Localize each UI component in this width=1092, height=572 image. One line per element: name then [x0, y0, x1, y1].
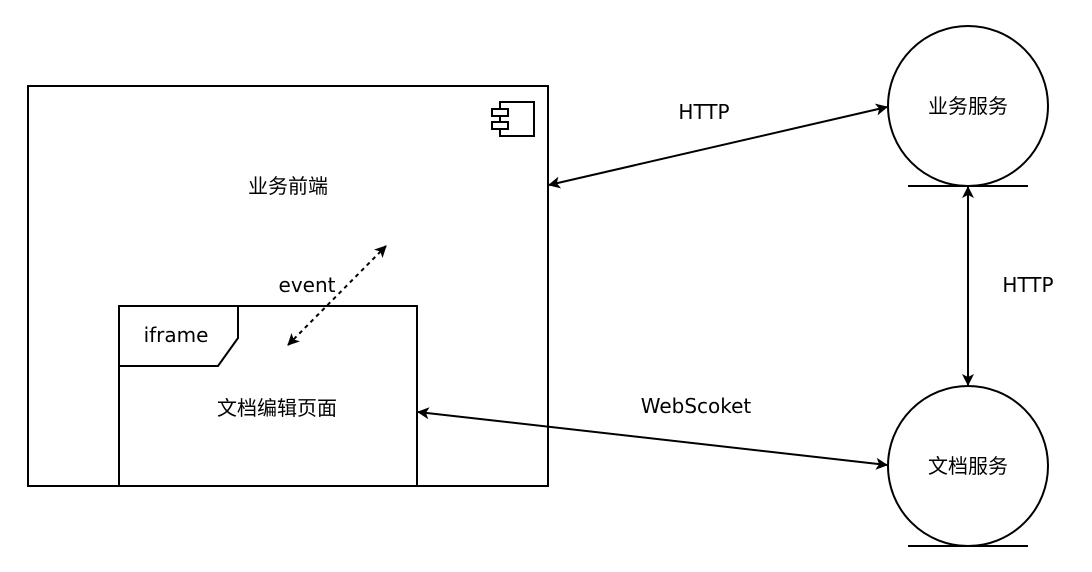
document-editor-label: 文档编辑页面 [217, 396, 337, 420]
business-frontend-label: 业务前端 [248, 174, 328, 198]
edge-frontend-business-label: HTTP [678, 100, 729, 124]
business-service-node: 业务服务 [887, 25, 1049, 187]
edge-business-document-label: HTTP [1002, 273, 1053, 297]
iframe-node: iframe 文档编辑页面 [118, 305, 418, 487]
edge-iframe-document-label: WebScoket [641, 394, 752, 418]
component-icon [491, 101, 535, 137]
iframe-tab [118, 305, 239, 367]
business-service-label: 业务服务 [928, 94, 1008, 118]
edge-iframe-frontend-label: event [279, 273, 336, 297]
iframe-tab-label: iframe [144, 323, 209, 347]
document-service-label: 文档服务 [928, 454, 1008, 478]
edge-iframe-frontend: event [279, 245, 387, 346]
edge-business-document: HTTP [962, 186, 1054, 386]
edge-frontend-business: HTTP [548, 100, 888, 189]
document-service-node: 文档服务 [887, 385, 1049, 547]
edge-iframe-document: WebScoket [417, 394, 888, 470]
